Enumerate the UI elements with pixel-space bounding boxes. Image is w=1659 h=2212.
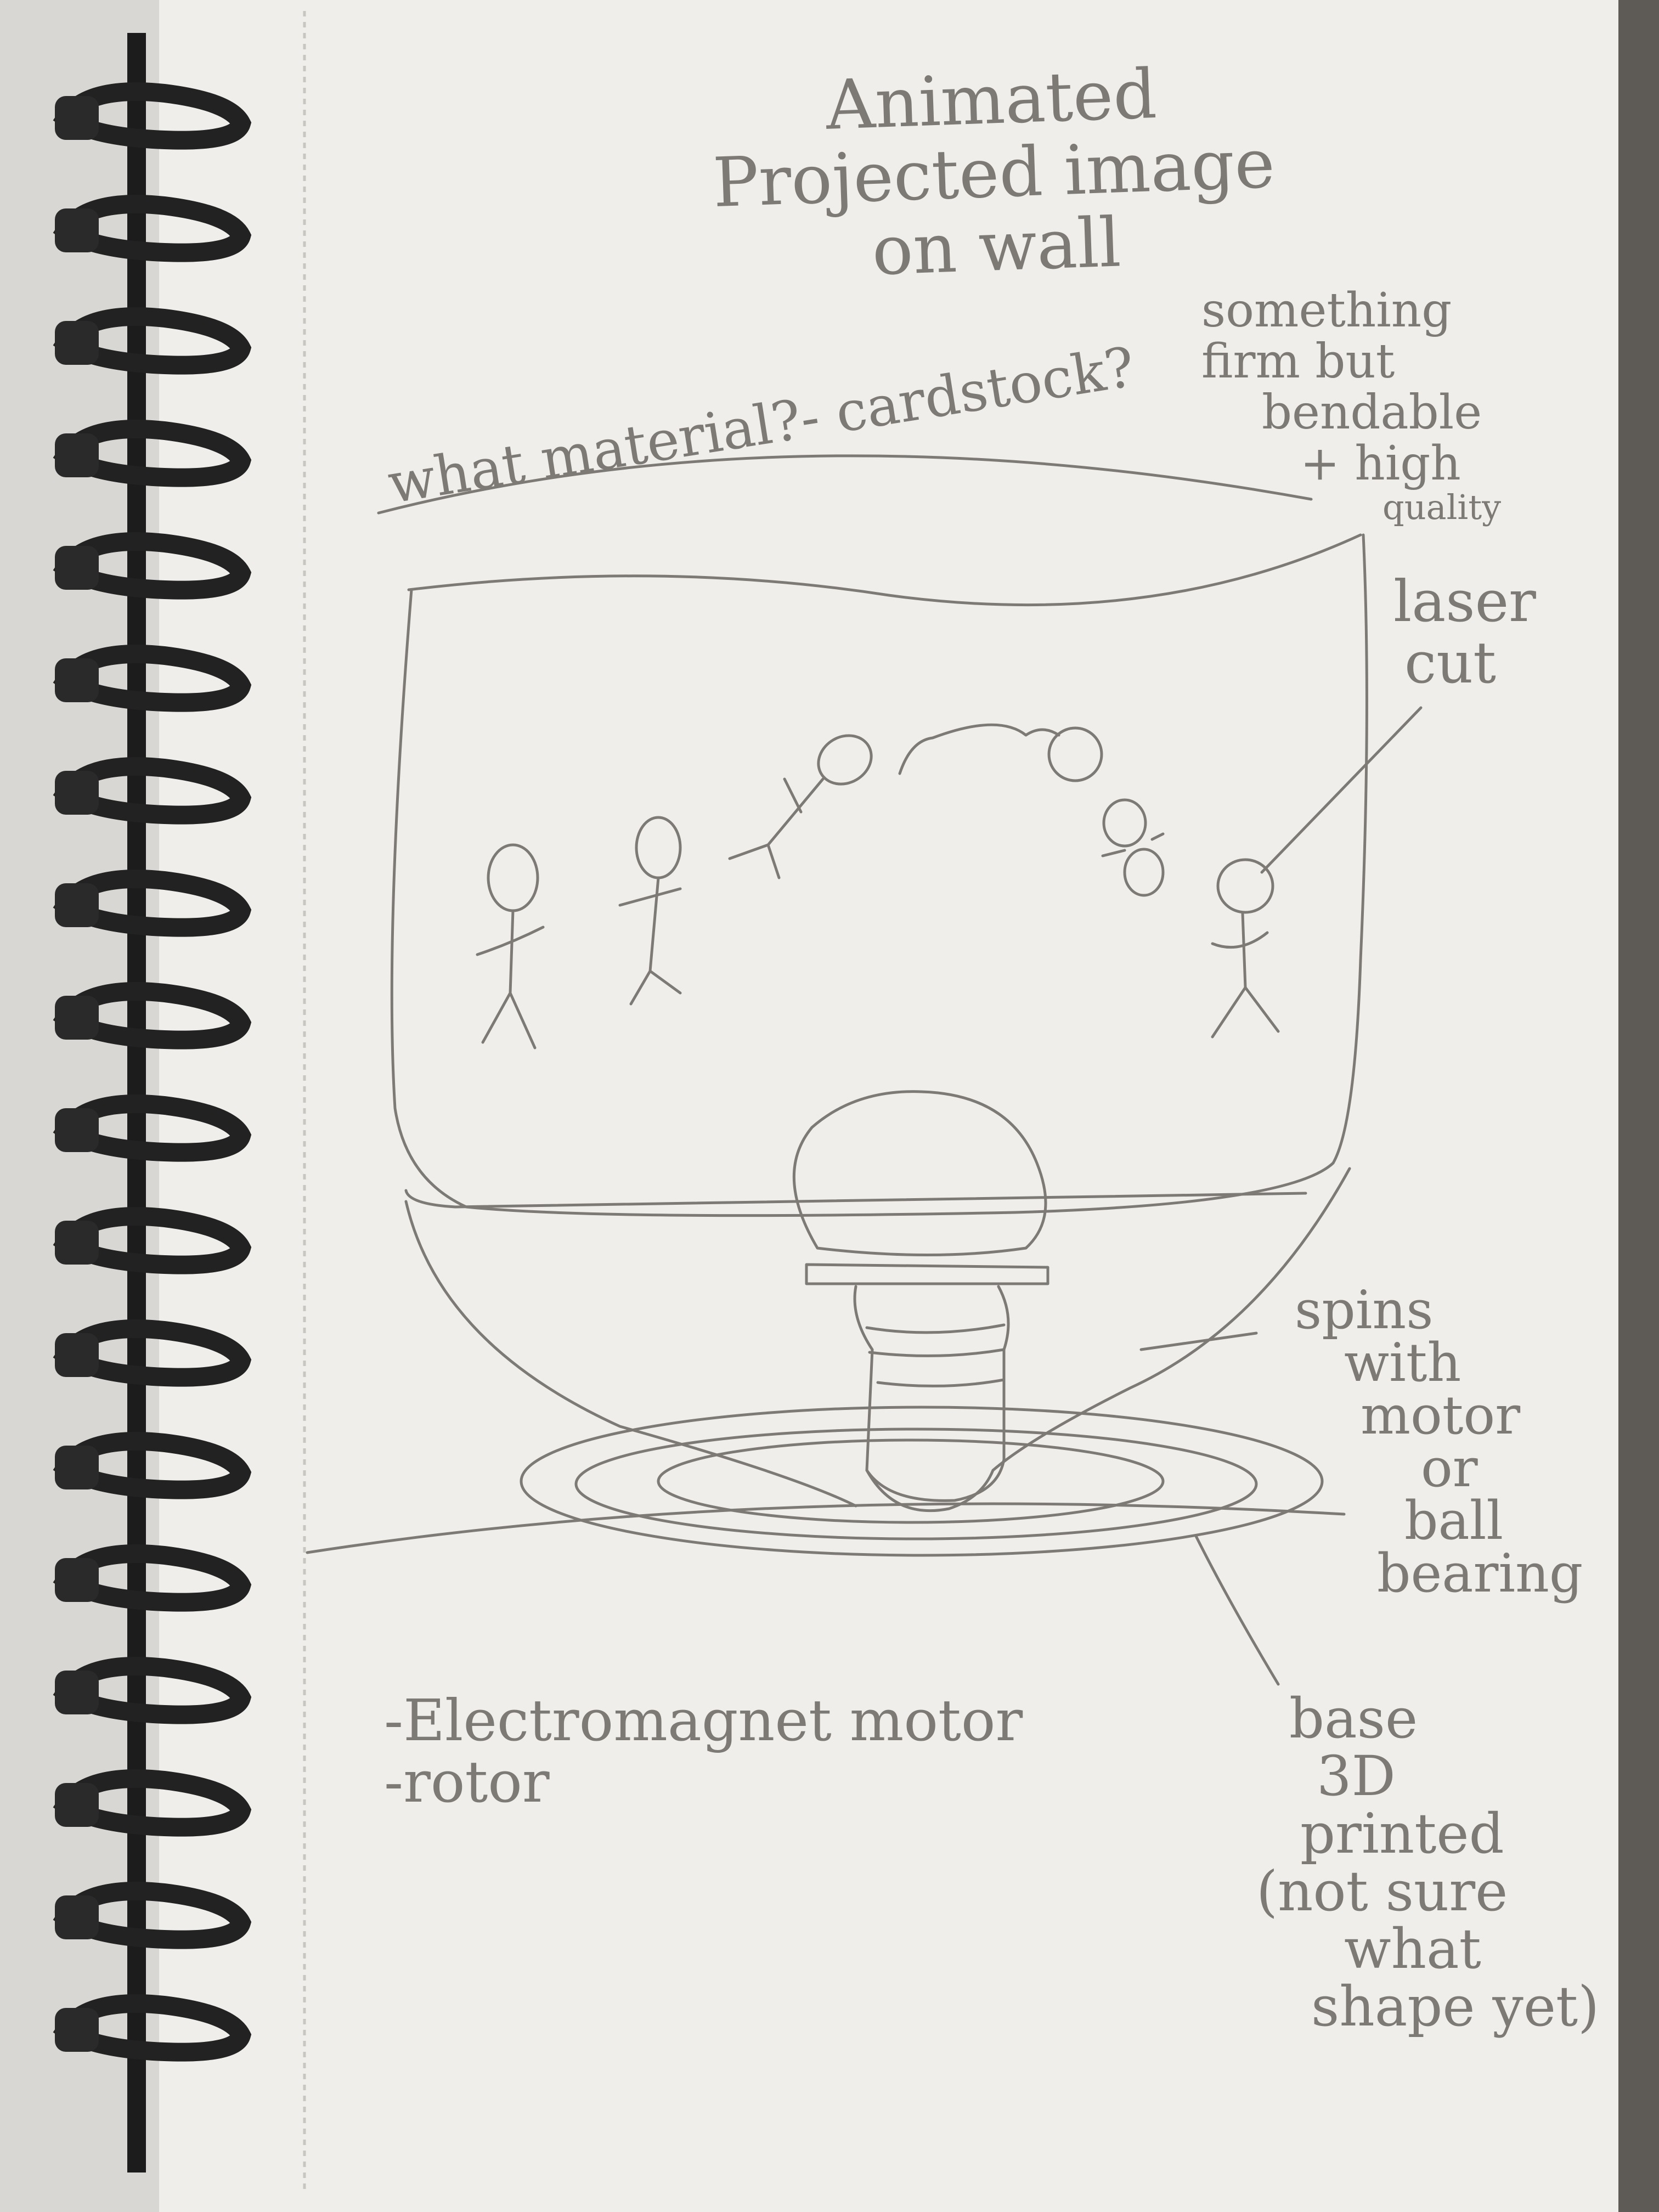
base-note-line-6: shape yet)	[1256, 1978, 1599, 2035]
binding-hole	[55, 658, 99, 702]
spins-line-1: spins	[1295, 1284, 1583, 1336]
binding-hole	[55, 1333, 99, 1377]
spins-line-3: motor	[1295, 1389, 1583, 1442]
binding-hole	[55, 1783, 99, 1827]
binding-hole	[55, 321, 99, 365]
binding-hole	[55, 433, 99, 477]
binding-hole	[55, 996, 99, 1040]
binding-hole	[55, 1558, 99, 1602]
spins-line-5: ball	[1295, 1494, 1583, 1547]
laser-cut-line-2: cut	[1393, 632, 1536, 693]
parts-list-item-2: -rotor	[384, 1751, 1023, 1813]
binding-hole	[55, 2008, 99, 2052]
binding-hole	[55, 1895, 99, 1939]
parts-list-item-1: -Electromagnet motor	[384, 1690, 1023, 1751]
material-note: something firm but bendable + high quali…	[1201, 285, 1501, 526]
material-note-line-2: firm but	[1201, 336, 1501, 387]
spins-line-2: with	[1295, 1336, 1583, 1389]
base-note-line-1: base	[1256, 1690, 1599, 1747]
material-note-line-3: bendable	[1201, 387, 1501, 438]
material-note-line-1: something	[1201, 285, 1501, 336]
binding-hole	[55, 883, 99, 927]
binding-hole	[55, 1108, 99, 1152]
binding-hole	[55, 1671, 99, 1714]
base-note-line-2: 3D	[1256, 1747, 1599, 1805]
material-note-line-4: + high	[1201, 438, 1501, 489]
laser-cut-line-1: laser	[1393, 571, 1536, 632]
binding-hole	[55, 771, 99, 815]
spins-line-6: bearing	[1295, 1547, 1583, 1600]
base-note-line-5: what	[1256, 1920, 1599, 1978]
spins-line-4: or	[1295, 1442, 1583, 1494]
base-note: base 3D printed (not sure what shape yet…	[1256, 1690, 1599, 2035]
base-note-line-3: printed	[1256, 1805, 1599, 1863]
binding-hole	[55, 96, 99, 140]
spins-note: spins with motor or ball bearing	[1295, 1284, 1583, 1600]
binding-hole	[55, 1446, 99, 1489]
parts-list: -Electromagnet motor -rotor	[384, 1690, 1023, 1813]
binding-hole	[55, 208, 99, 252]
base-note-line-4: (not sure	[1256, 1863, 1599, 1920]
sketch-title: Animated Projected image on wall	[620, 51, 1368, 297]
binding-hole	[55, 546, 99, 590]
material-note-line-5: quality	[1201, 489, 1501, 526]
binding-hole	[55, 1221, 99, 1265]
laser-cut-note: laser cut	[1393, 571, 1536, 694]
